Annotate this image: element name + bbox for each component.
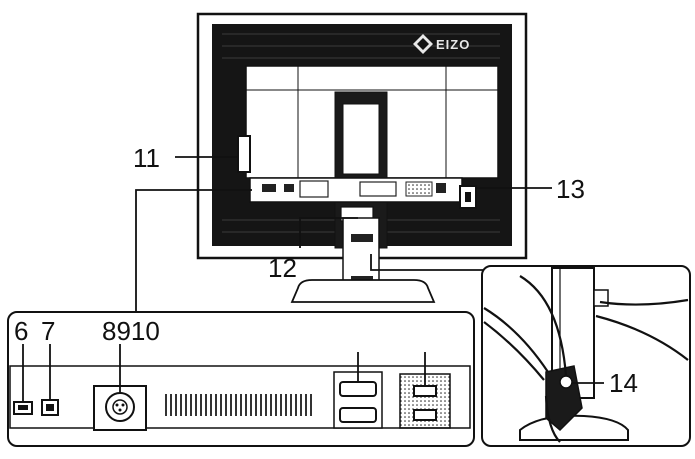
vent-slots [164, 394, 314, 416]
cables [483, 275, 689, 443]
callout-8910: 8910 [102, 316, 160, 346]
cable-holder [545, 365, 583, 432]
side-usb-port [237, 135, 251, 173]
callout-13: 13 [556, 174, 585, 204]
stand-base [290, 279, 436, 303]
connector-inset [7, 311, 475, 447]
callout-6: 6 [14, 316, 29, 346]
cable-holder-inset [481, 265, 691, 447]
callout-11: 11 [133, 143, 160, 173]
callout-7: 7 [41, 316, 56, 346]
callout-12: 12 [268, 253, 297, 283]
callout-14: 14 [609, 368, 638, 398]
eizo-logo [413, 34, 433, 54]
callout-lines [135, 156, 552, 314]
brand-logo-text: EIZO [436, 37, 471, 52]
monitor-back [196, 12, 528, 303]
